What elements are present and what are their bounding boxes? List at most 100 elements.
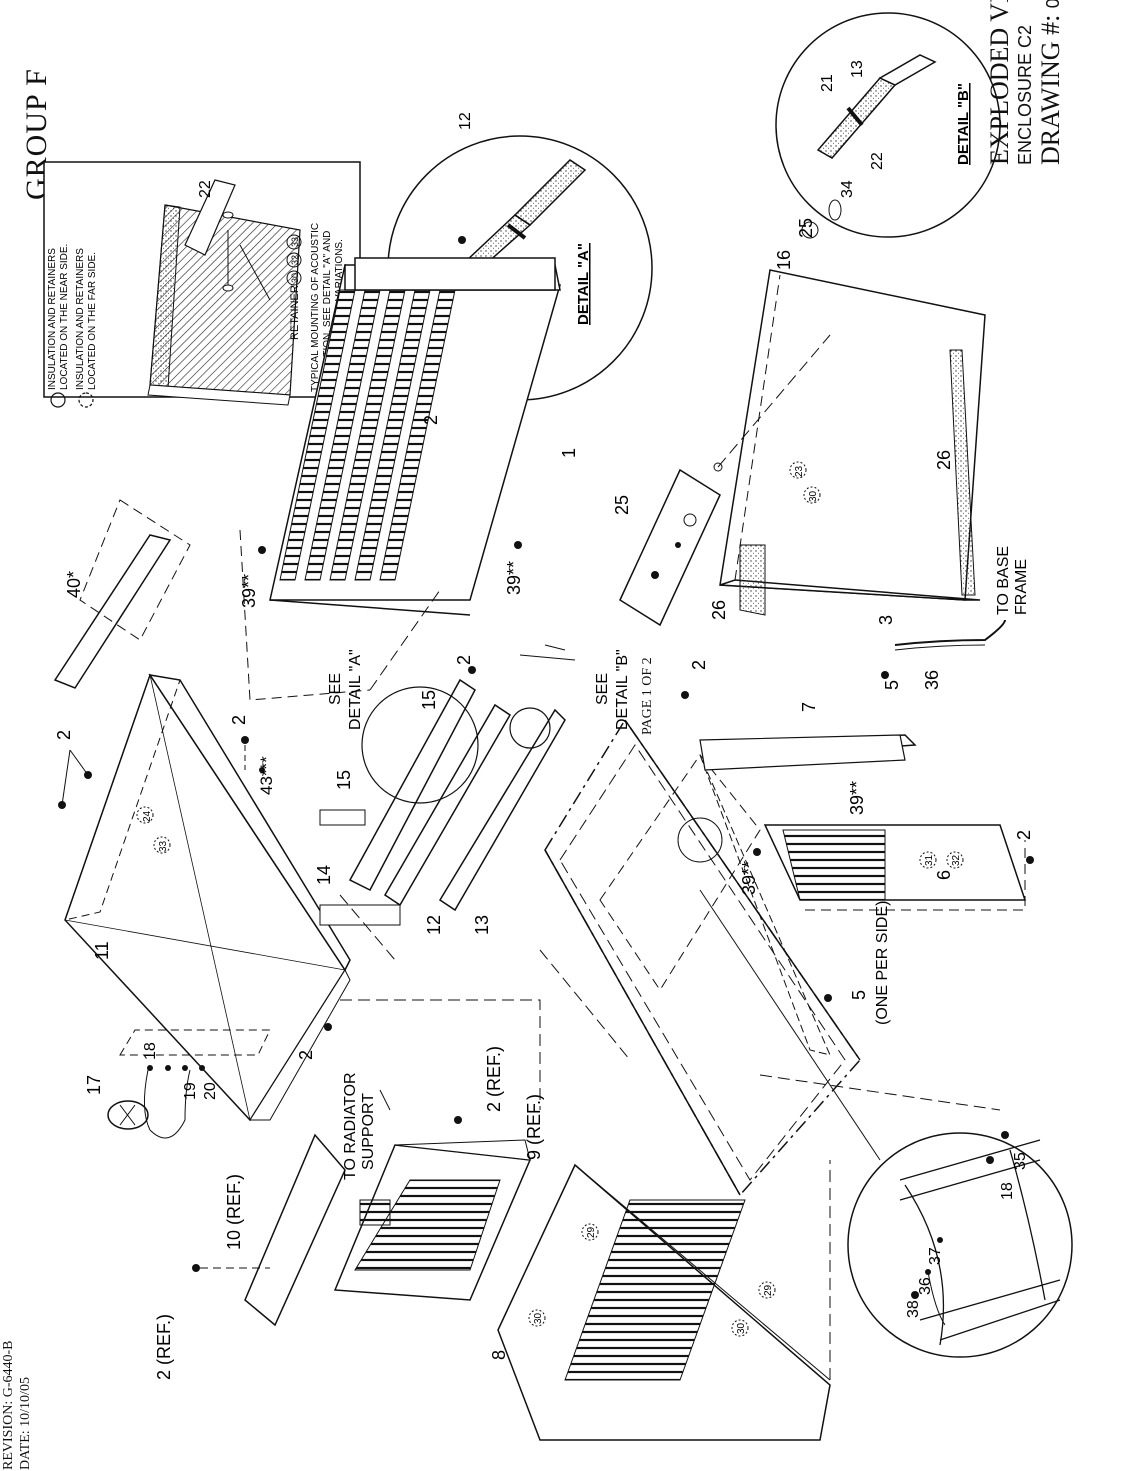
legend-near-line1: INSULATION AND RETAINERS [47, 248, 58, 390]
see-a-line2: DETAIL "A" [347, 649, 364, 730]
callout-3: 3 [876, 615, 896, 625]
legend-far-line1: INSULATION AND RETAINERS [75, 248, 86, 390]
detail-c-callout-38: 38 [905, 1300, 922, 1318]
detail-a-callout-12: 12 [457, 112, 474, 130]
legend-box: INSULATION AND RETAINERS LOCATED ON THE … [43, 161, 361, 408]
ref-32: 32 [951, 854, 962, 866]
legend-ret-32: 32 [290, 255, 300, 265]
callout-39-b: 39** [504, 561, 524, 595]
assembly-lines [339, 589, 1001, 1111]
ref-29-a: 29 [586, 1226, 597, 1238]
to-rad-line1: TO RADIATOR [342, 1072, 359, 1180]
legend-note-1: TYPICAL MOUNTING OF ACOUSTIC [310, 223, 321, 392]
callout-7: 7 [799, 702, 819, 712]
callout-2-d: 2 [421, 415, 441, 425]
one-per-side: (ONE PER SIDE) [874, 901, 891, 1025]
detail-c-callout-18: 18 [999, 1182, 1016, 1200]
part-1-panel: 1 2 39** 39** [239, 236, 579, 701]
see-b-line1: SEE [594, 673, 611, 705]
callout-15-a: 15 [334, 770, 354, 790]
callout-8: 8 [489, 1350, 509, 1360]
ref-30-b: 30 [736, 1322, 747, 1334]
part-6: 6 31 32 2 [763, 824, 1034, 911]
detail-b-callout-21: 21 [819, 74, 836, 92]
callout-43: 43*** [257, 756, 276, 795]
part-9: 9 (REF.) 2 (REF.) TO RADIATOR SUPPORT [333, 1046, 544, 1301]
callout-1: 1 [559, 448, 579, 458]
to-base-line1: TO BASE [995, 546, 1012, 615]
ref-10: 10 (REF.) [224, 1174, 244, 1250]
callout-40: 40* [64, 571, 84, 598]
detail-c-callout-36: 36 [917, 1277, 934, 1295]
ref-30-a: 30 [533, 1312, 544, 1324]
ref-9: 9 (REF.) [524, 1094, 544, 1160]
ref-30-door: 30 [808, 490, 819, 502]
part-36-cable: 5 36 TO BASE FRAME [881, 546, 1030, 690]
callout-16: 16 [774, 250, 794, 270]
callout-36: 36 [922, 670, 942, 690]
part-3-door: 30 23 3 26 26 [709, 269, 986, 625]
ref-23: 23 [794, 465, 805, 477]
callout-26-a: 26 [709, 600, 729, 620]
legend-note-2: INSULATION, SEE DETAIL "A" AND [322, 231, 333, 392]
fasteners-roof: 2 2 43*** 2 [54, 715, 332, 1060]
part-11-roof: 11 24 33 [64, 673, 351, 1122]
detail-a-title: DETAIL "A" [575, 243, 592, 325]
ref-31: 31 [924, 854, 935, 866]
callout-2-c: 2 [296, 1050, 316, 1060]
callout-25-b: 25 [796, 218, 816, 238]
callout-14: 14 [314, 865, 334, 885]
callout-26-b: 26 [934, 450, 954, 470]
legend-ret-30: 30 [290, 273, 300, 283]
detail-c-callout-35: 35 [1012, 1152, 1029, 1170]
callout-13: 13 [472, 915, 492, 935]
part-17-light: 17 18 19 20 [84, 1029, 271, 1139]
legend-ret-33: 33 [290, 237, 300, 247]
see-a-line1: SEE [327, 673, 344, 705]
ref-2-a: 2 (REF.) [154, 1314, 174, 1380]
detail-c-callout-37: 37 [927, 1247, 944, 1265]
part-base-frame: 2 5 (ONE PER SIDE) [544, 660, 891, 1197]
callout-2-f: 2 [689, 660, 709, 670]
callout-25-a: 25 [612, 495, 632, 515]
legend-retainer-label: RETAINER [289, 285, 301, 340]
callout-6: 6 [934, 870, 954, 880]
callout-17: 17 [84, 1075, 104, 1095]
parts-splitter: 14 15 15 12 13 2 SEE DETAIL "A" SEE DETA… [314, 644, 631, 935]
detail-b-callout-34: 34 [839, 180, 856, 198]
callout-2-b: 2 [229, 715, 249, 725]
legend-near-line2: LOCATED ON THE NEAR SIDE. [59, 244, 70, 390]
ref-2-b: 2 (REF.) [484, 1046, 504, 1112]
callout-19: 19 [182, 1082, 199, 1100]
detail-b-callout-22: 22 [869, 152, 886, 170]
callout-39-a: 39** [239, 574, 259, 608]
callout-15-b: 15 [419, 690, 439, 710]
callout-39-d: 39** [847, 781, 867, 815]
to-rad-line2: SUPPORT [360, 1093, 377, 1170]
callout-2-h: 2 [1014, 830, 1034, 840]
part-8: 29 30 29 30 8 [489, 1160, 831, 1441]
part-25-handle: 25 16 25 [612, 199, 842, 627]
callout-39-c: 39** [739, 861, 759, 895]
ref-24: 24 [142, 810, 153, 822]
callout-5-a: 5 [849, 990, 869, 1000]
ref-29-b: 29 [763, 1284, 774, 1296]
ref-33: 33 [158, 840, 169, 852]
callout-20: 20 [202, 1082, 219, 1100]
callout-5-b: 5 [882, 680, 902, 690]
callout-2-e: 2 [454, 655, 474, 665]
detail-b: 21 13 22 34 DETAIL "B" [775, 12, 1001, 238]
part-40: 40* [53, 499, 191, 689]
louvers-part-1 [279, 289, 456, 581]
callout-2-a: 2 [54, 730, 74, 740]
see-b-line2: DETAIL "B" [614, 649, 631, 730]
part-10: 10 (REF.) 2 (REF.) [154, 1133, 346, 1380]
legend-callout-22: 22 [197, 180, 214, 198]
detail-b-callout-13: 13 [849, 60, 866, 78]
callout-11: 11 [92, 941, 112, 960]
to-base-line2: FRAME [1013, 559, 1030, 615]
callout-18: 18 [142, 1042, 159, 1060]
legend-far-line2: LOCATED ON THE FAR SIDE. [87, 252, 98, 390]
